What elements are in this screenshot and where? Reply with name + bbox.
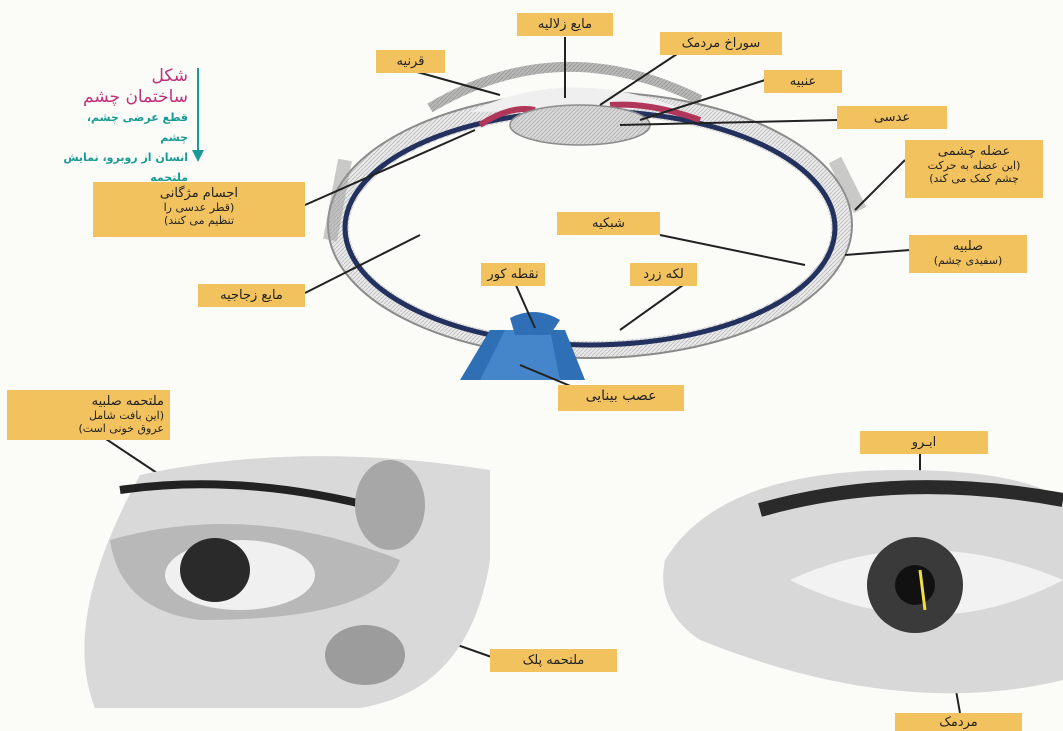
label-optic-nerve: عصب بینایی — [558, 385, 684, 411]
figure-caption: شکل ساختمان چشم قطع عرضی چشم، چشم انسان … — [58, 66, 188, 188]
label-sclera-title: صلبیه — [915, 239, 1021, 254]
label-ciliary-body: اجسام مژگانی (قطر عدسی را تنظیم می کنند) — [93, 182, 305, 237]
label-eyebrow: ابـرو — [860, 431, 988, 454]
label-pupil-opening: سوراخ مردمک — [660, 32, 782, 55]
caption-line3: قطع عرضی چشم، چشم — [58, 108, 188, 148]
label-scleral-conjunctiva-note2: عروق خونی است) — [13, 422, 164, 435]
label-eye-muscle: عضله چشمی (این عضله به حرکت چشم کمک می ک… — [905, 140, 1043, 198]
label-sclera: صلبیه (سفیدی چشم) — [909, 235, 1027, 273]
caption-word: شکل — [58, 66, 188, 86]
label-eyelid-conjunctiva: ملتحمه پلک — [490, 649, 617, 672]
label-eye-muscle-title: عضله چشمی — [911, 144, 1037, 159]
label-ciliary-note1: (قطر عدسی را — [99, 201, 299, 214]
label-ciliary-title: اجسام مژگانی — [99, 186, 299, 201]
label-blind-spot: نقطه کور — [481, 263, 545, 286]
label-yellow-spot: لکه زرد — [630, 263, 697, 286]
label-retina: شبکیه — [557, 212, 660, 235]
label-scleral-conjunctiva-note1: (این بافت شامل — [13, 409, 164, 422]
label-ciliary-note2: تنظیم می کنند) — [99, 214, 299, 227]
eyelid-photo — [84, 456, 490, 708]
front-eye-photo — [663, 470, 1063, 693]
label-eye-muscle-note2: چشم کمک می کند) — [911, 172, 1037, 185]
label-vitreous-humor: مایع زجاجیه — [198, 284, 305, 307]
label-scleral-conjunctiva: ملتحمه صلبیه (این بافت شامل عروق خونی اس… — [7, 390, 170, 440]
label-aqueous-humor: مایع زلالیه — [517, 13, 613, 36]
caption-arrow — [192, 68, 204, 162]
caption-line4: انسان از روبرو، نمایش — [58, 148, 188, 168]
label-sclera-note: (سفیدی چشم) — [915, 254, 1021, 267]
caption-title: ساختمان چشم — [58, 86, 188, 108]
label-lens: عدسی — [837, 106, 947, 129]
label-cornea: قرنیه — [376, 50, 445, 73]
label-eye-muscle-note1: (این عضله به حرکت — [911, 159, 1037, 172]
label-pupil: مردمک — [895, 713, 1022, 731]
label-iris: عنبیه — [764, 70, 842, 93]
label-scleral-conjunctiva-title: ملتحمه صلبیه — [13, 394, 164, 409]
